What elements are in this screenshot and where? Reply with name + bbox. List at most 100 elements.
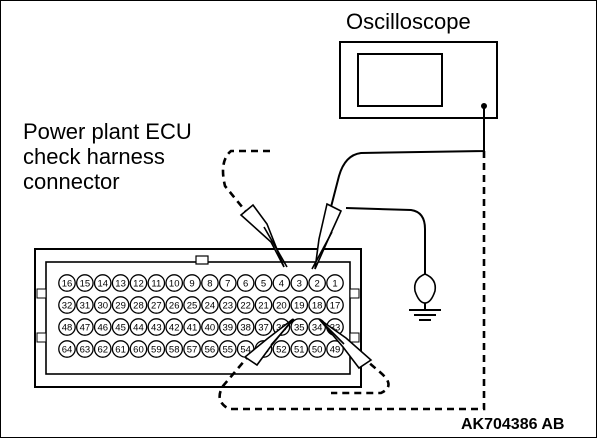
pin-label-31: 31 — [80, 300, 91, 311]
probe-pin-3 — [239, 203, 288, 268]
pin-label-59: 59 — [151, 344, 162, 355]
pin-label-61: 61 — [115, 344, 126, 355]
ecu-label-line-3: connector — [23, 169, 120, 194]
pin-50 — [308, 340, 326, 358]
pin-29 — [111, 296, 130, 314]
pin-46 — [93, 318, 112, 336]
pin-label-38: 38 — [240, 322, 251, 333]
probe-pin-34 — [318, 318, 373, 370]
pin-label-27: 27 — [151, 300, 162, 311]
pin-label-46: 46 — [97, 322, 108, 333]
pin-label-37: 37 — [258, 322, 269, 333]
pin-label-17: 17 — [330, 300, 341, 311]
pin-35 — [290, 318, 309, 336]
pin-label-39: 39 — [223, 322, 234, 333]
pin-label-45: 45 — [115, 322, 126, 333]
pin-label-24: 24 — [205, 300, 216, 311]
pin-label-54: 54 — [240, 344, 251, 355]
scope-signal-lead — [330, 106, 485, 208]
pin-26 — [165, 296, 184, 314]
pin-label-52: 52 — [276, 344, 287, 355]
pin-label-62: 62 — [97, 344, 108, 355]
pin-31 — [76, 296, 94, 314]
pin-label-47: 47 — [80, 322, 91, 333]
pin-label-41: 41 — [187, 322, 198, 333]
pin-label-29: 29 — [115, 300, 126, 311]
pin-19 — [290, 296, 309, 314]
pin-59 — [147, 340, 166, 358]
pin-1 — [326, 274, 344, 292]
pin-label-9: 9 — [189, 278, 194, 289]
pin-24 — [201, 296, 219, 314]
pin-43 — [147, 318, 166, 336]
pin-2 — [308, 274, 326, 292]
pin-51 — [290, 340, 309, 358]
pin-22 — [236, 296, 255, 314]
pin-label-4: 4 — [279, 278, 284, 289]
pin-label-2: 2 — [314, 278, 319, 289]
pin-label-51: 51 — [294, 344, 305, 355]
pin-label-44: 44 — [133, 322, 144, 333]
pin-label-60: 60 — [133, 344, 144, 355]
pin-label-28: 28 — [133, 300, 144, 311]
pin-label-33: 33 — [330, 322, 341, 333]
pin-label-13: 13 — [115, 278, 126, 289]
ground-lead — [345, 207, 426, 274]
pin-14 — [93, 274, 112, 292]
pin-label-1: 1 — [332, 278, 337, 289]
oscilloscope-label: Oscilloscope — [346, 9, 471, 34]
pin-63 — [76, 340, 94, 358]
oscilloscope: Oscilloscope — [339, 9, 498, 119]
pin-7 — [218, 274, 237, 292]
pin-32 — [58, 296, 76, 314]
pin-47 — [76, 318, 94, 336]
pin-17 — [326, 296, 344, 314]
ecu-label-line-2: check harness — [23, 144, 165, 169]
pin-label-14: 14 — [97, 278, 108, 289]
pin-5 — [254, 274, 273, 292]
pin-11 — [147, 274, 166, 292]
pin-label-32: 32 — [62, 300, 73, 311]
pin-label-40: 40 — [205, 322, 216, 333]
pin-label-10: 10 — [169, 278, 180, 289]
pin-15 — [76, 274, 94, 292]
pin-56 — [201, 340, 219, 358]
pin-3 — [290, 274, 309, 292]
pin-27 — [147, 296, 166, 314]
ecu-label-line-1: Power plant ECU — [23, 119, 192, 144]
pin-label-7: 7 — [225, 278, 230, 289]
pin-21 — [254, 296, 273, 314]
pin-label-18: 18 — [312, 300, 323, 311]
pin-60 — [129, 340, 148, 358]
pin-label-8: 8 — [207, 278, 212, 289]
pin-label-56: 56 — [205, 344, 216, 355]
pin-25 — [183, 296, 201, 314]
pin-57 — [183, 340, 201, 358]
pin-52 — [272, 340, 291, 358]
pin-label-12: 12 — [133, 278, 144, 289]
pin-label-15: 15 — [80, 278, 91, 289]
pin-18 — [308, 296, 326, 314]
probe-pin-35 — [243, 318, 295, 367]
pin-label-49: 49 — [330, 344, 341, 355]
pin-20 — [272, 296, 291, 314]
dashed-harness-lower — [331, 355, 390, 395]
pin-12 — [129, 274, 148, 292]
pin-label-64: 64 — [62, 344, 73, 355]
pin-40 — [201, 318, 219, 336]
pin-label-34: 34 — [312, 322, 323, 333]
pin-label-57: 57 — [187, 344, 198, 355]
pin-58 — [165, 340, 184, 358]
pin-label-58: 58 — [169, 344, 180, 355]
pin-label-25: 25 — [187, 300, 198, 311]
pin-label-35: 35 — [294, 322, 305, 333]
pin-label-5: 5 — [261, 278, 266, 289]
pin-label-48: 48 — [62, 322, 73, 333]
pin-label-43: 43 — [151, 322, 162, 333]
pin-9 — [183, 274, 201, 292]
pin-28 — [129, 296, 148, 314]
